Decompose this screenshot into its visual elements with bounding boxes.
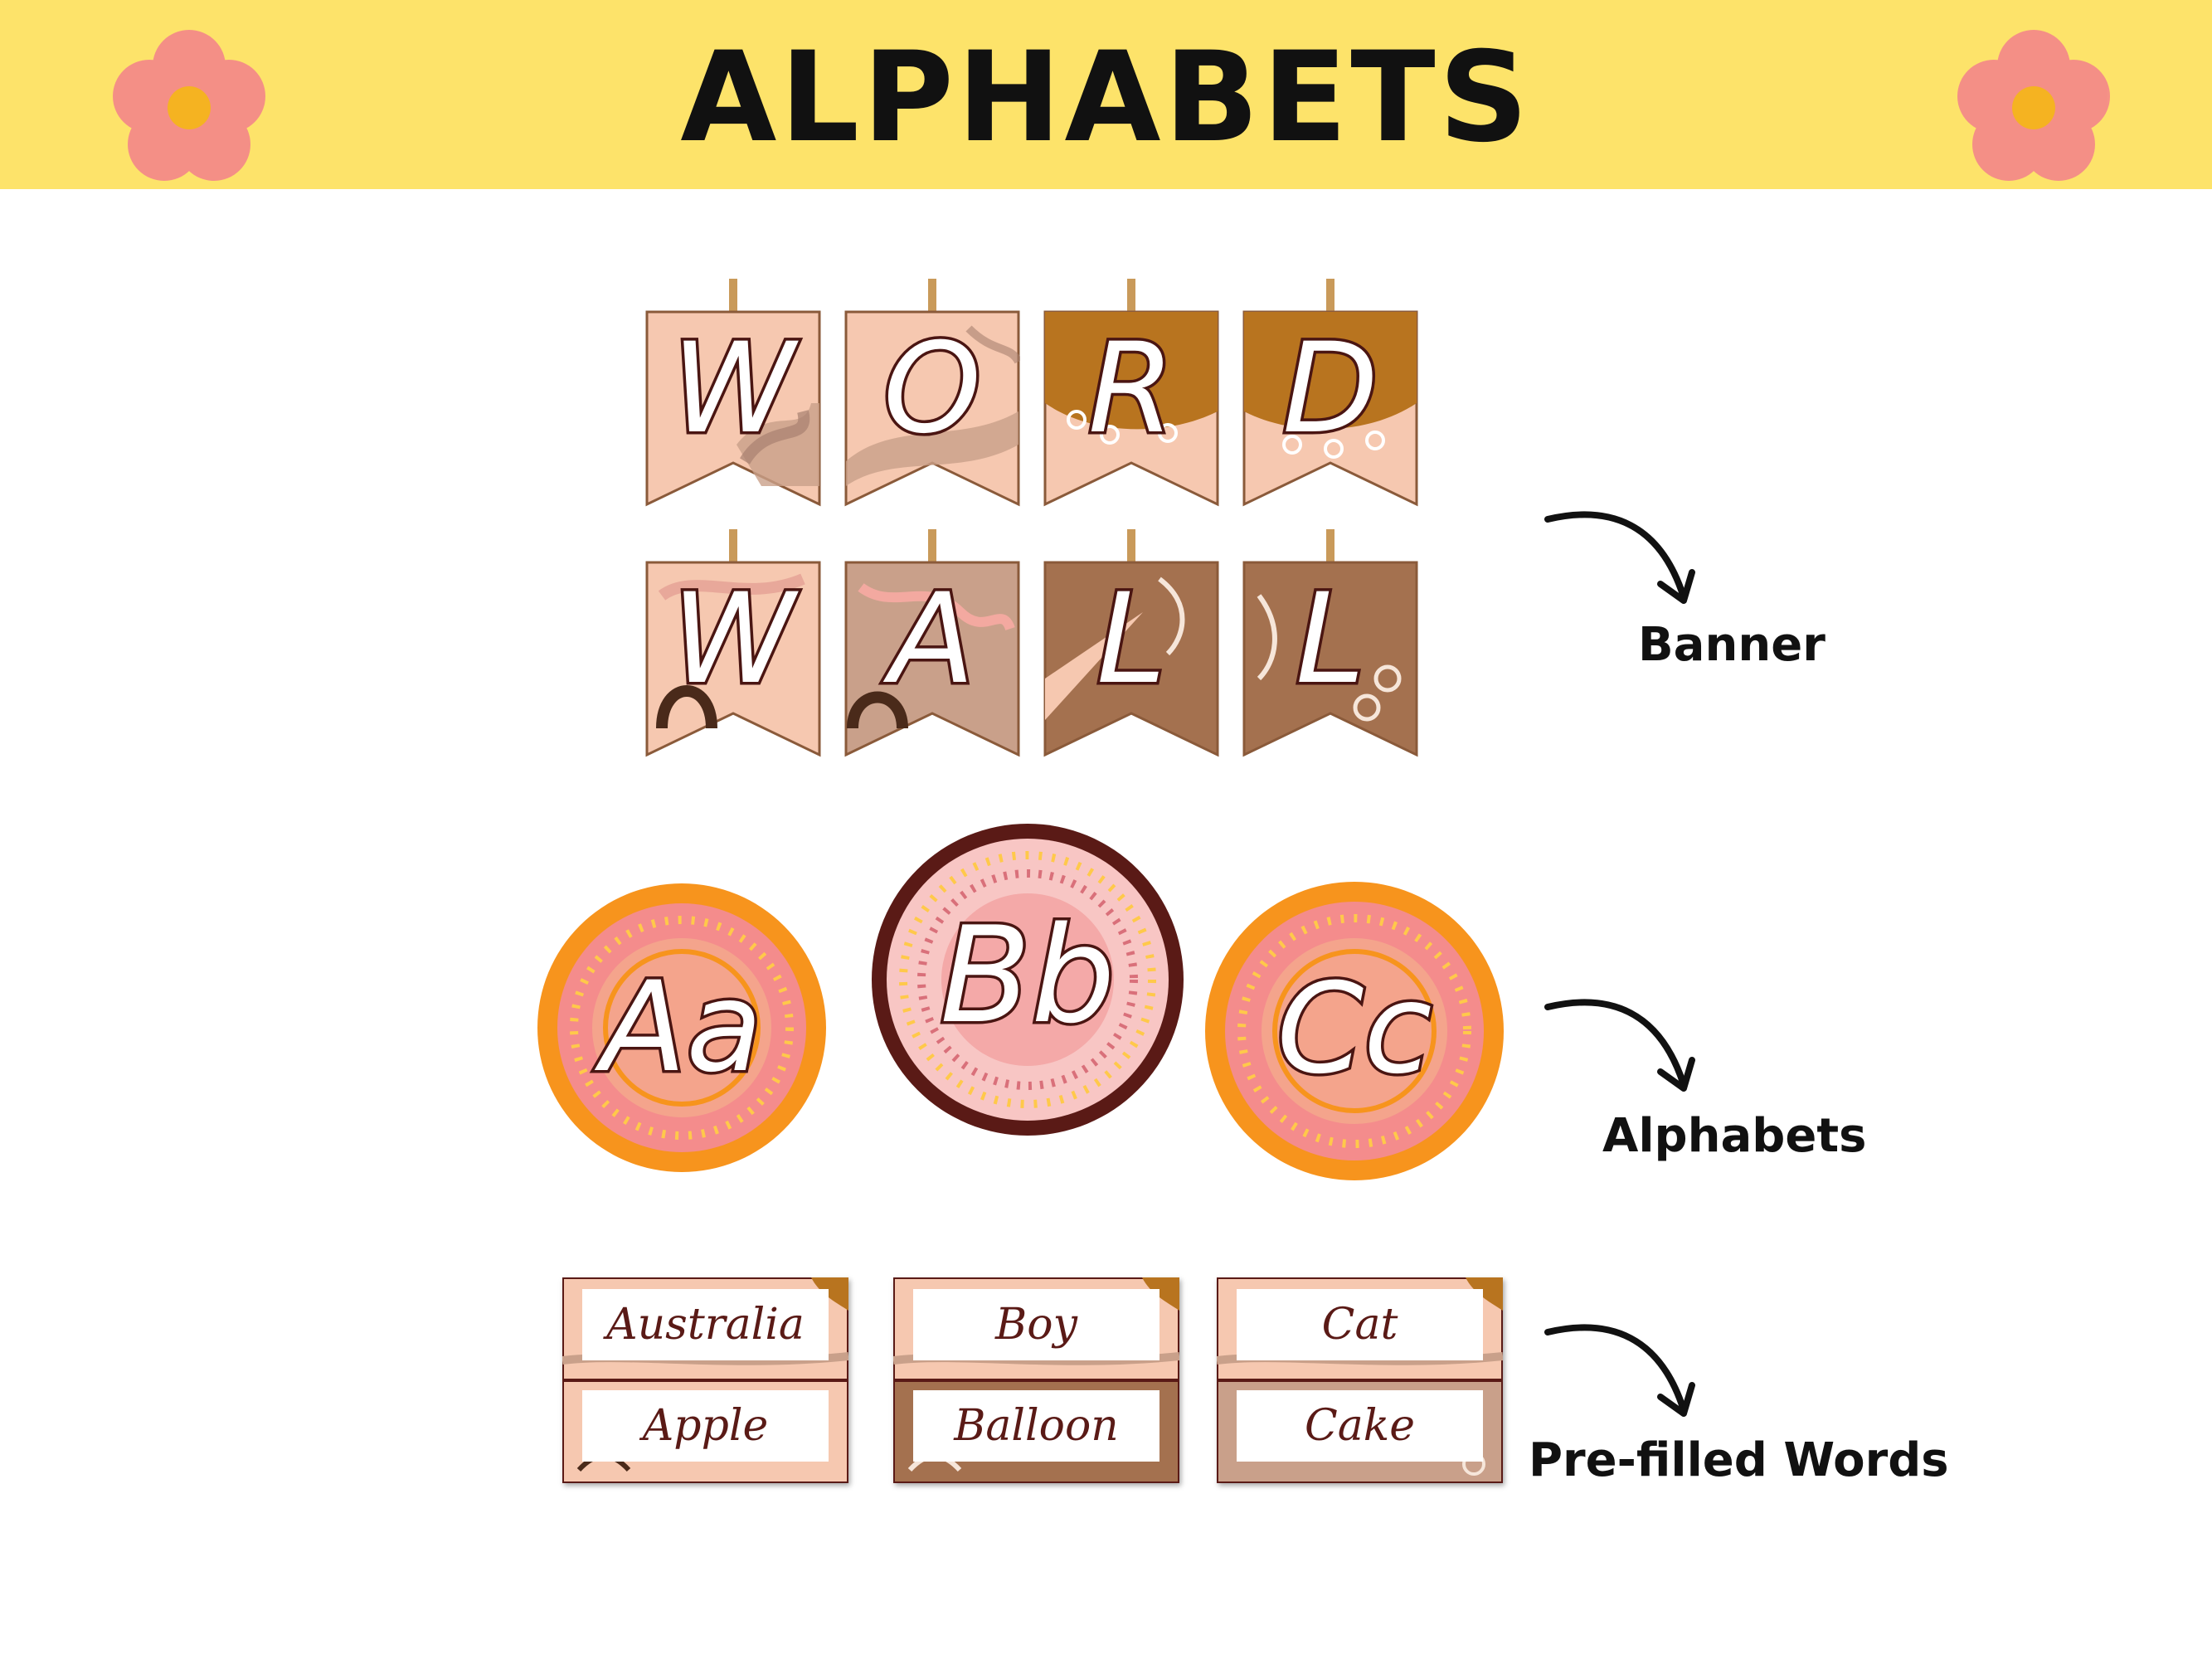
- word-label: Australia: [582, 1289, 829, 1360]
- curved-arrow-icon: [1544, 511, 1695, 604]
- banner-flag: O: [844, 279, 1020, 511]
- word-card: Cat Cake: [1217, 1277, 1503, 1483]
- page-title: ALPHABETS: [680, 26, 1532, 170]
- banner-label: Banner: [1638, 618, 1826, 672]
- curved-arrow-icon: [1544, 1324, 1695, 1417]
- header-banner: ALPHABETS: [0, 0, 2212, 189]
- curved-arrow-icon: [1544, 999, 1695, 1092]
- banner-flag: D: [1242, 279, 1418, 511]
- banner-letter: R: [1085, 316, 1177, 463]
- banner-flag: L: [1043, 529, 1219, 761]
- banner-letter: A: [887, 567, 978, 713]
- alphabet-letter: Cc: [1274, 956, 1435, 1103]
- alphabet-circle: Bb: [869, 821, 1186, 1138]
- word-label: Balloon: [913, 1390, 1159, 1462]
- alphabet-letter: Aa: [598, 955, 766, 1102]
- banner-letter: W: [668, 316, 797, 463]
- word-label: Boy: [913, 1289, 1159, 1360]
- word-label: Cat: [1237, 1289, 1483, 1360]
- pre-filled-words-label: Pre-filled Words: [1529, 1433, 1949, 1487]
- word-card: Boy Balloon: [893, 1277, 1179, 1483]
- alphabet-letter: Bb: [937, 898, 1118, 1053]
- banner-letter: W: [668, 567, 797, 713]
- banner-letter: L: [1094, 567, 1169, 713]
- banner-letter: O: [880, 316, 984, 463]
- word-label: Cake: [1237, 1390, 1483, 1462]
- word-card: Australia Apple: [562, 1277, 848, 1483]
- alphabets-label: Alphabets: [1602, 1109, 1867, 1163]
- word-label: Apple: [582, 1390, 829, 1462]
- alphabet-circle: Aa: [535, 881, 829, 1175]
- banner-flag: L: [1242, 529, 1418, 761]
- banner-flag: R: [1043, 279, 1219, 511]
- alphabet-circle: Cc: [1203, 879, 1506, 1183]
- flower-icon: [113, 30, 265, 181]
- banner-flag: W: [645, 529, 821, 761]
- banner-letter: D: [1280, 316, 1382, 463]
- banner-flag: W: [645, 279, 821, 511]
- flower-icon: [1957, 30, 2110, 181]
- banner-letter: L: [1293, 567, 1369, 713]
- banner-flag: A: [844, 529, 1020, 761]
